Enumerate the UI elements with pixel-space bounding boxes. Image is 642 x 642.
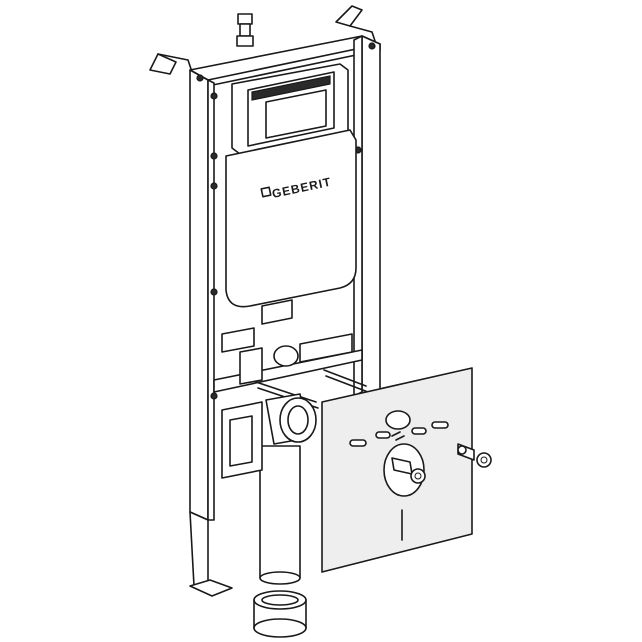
- wall-bracket-left: [149, 53, 193, 75]
- drain-bend: [259, 393, 317, 585]
- actuator-opening: [247, 71, 335, 147]
- flush-pipework: [221, 327, 353, 385]
- bolt-with-washer-right: [457, 443, 492, 468]
- lower-mounting-plate: [221, 401, 263, 479]
- bolt-with-washer-center: [391, 457, 426, 484]
- wall-bracket-right: [335, 5, 377, 45]
- pipe-connector-sleeve: [253, 590, 307, 638]
- water-connection-valve: [236, 13, 254, 47]
- concealed-cistern: GEBERIT: [225, 63, 357, 325]
